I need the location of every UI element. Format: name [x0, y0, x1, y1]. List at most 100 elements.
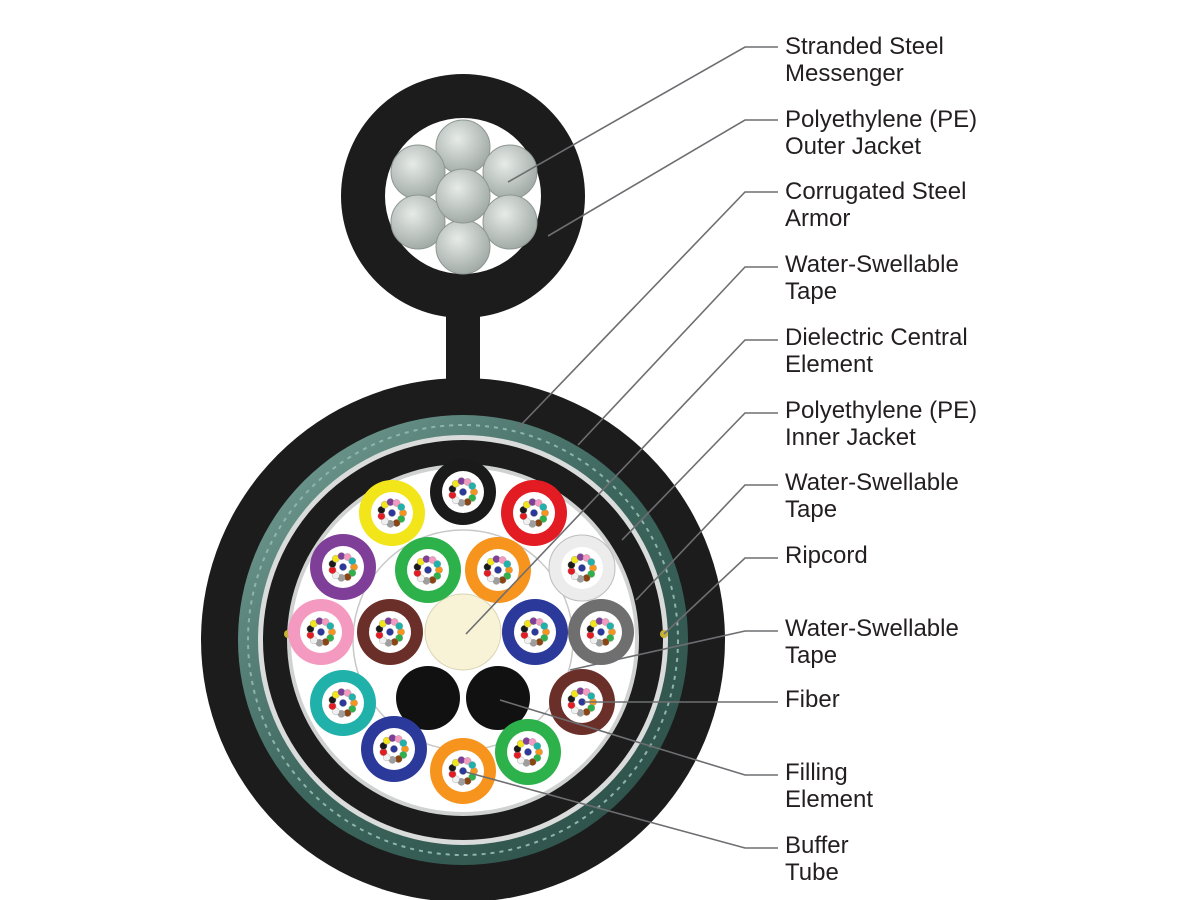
buffer-tube-green: [495, 719, 561, 785]
label-line: Armor: [785, 205, 850, 232]
leader-lines: [465, 46, 778, 849]
buffer-tube-black: [430, 459, 496, 525]
label-line: Water-Swellable: [785, 251, 959, 278]
fiber: [597, 628, 605, 636]
fiber: [587, 692, 596, 700]
fiber: [494, 566, 502, 574]
fiber: [317, 628, 325, 636]
label-line: Inner Jacket: [785, 424, 916, 451]
label-water-swellable-tape-1: Water-Swellable Tape: [785, 251, 966, 305]
buffer-tube-green: [395, 537, 461, 603]
fiber: [468, 482, 477, 490]
label-line: Water-Swellable: [785, 469, 959, 496]
filling-element: [396, 666, 460, 730]
buffer-tube-orange: [465, 537, 531, 603]
fiber: [459, 767, 467, 775]
buffer-tube-pink: [288, 599, 354, 665]
leader-line: [547, 119, 778, 237]
label-line: Dielectric Central: [785, 324, 968, 351]
leader-line: [499, 699, 778, 776]
label-line: Fiber: [785, 686, 840, 713]
armor-corrugation: [247, 424, 679, 856]
label-stranded-steel-messenger: Stranded Steel Messenger: [785, 33, 950, 87]
fiber: [399, 739, 408, 747]
fiber: [348, 557, 357, 565]
label-pe-outer-jacket: Polyethylene (PE) Outer Jacket: [785, 106, 984, 160]
fiber: [459, 488, 467, 496]
steel-wire: [482, 194, 538, 250]
fiber: [348, 693, 357, 701]
label-line: Tube: [785, 859, 839, 886]
fiber: [530, 509, 538, 517]
fiber: [539, 503, 548, 511]
fiber: [386, 628, 394, 636]
buffer-tube-teal: [310, 670, 376, 736]
filling-element: [466, 666, 530, 730]
fiber: [606, 622, 615, 630]
label-line: Polyethylene (PE): [785, 106, 977, 133]
buffer-tubes: [288, 459, 634, 804]
leader-line: [465, 339, 778, 635]
leader-line: [507, 46, 778, 183]
fiber: [524, 748, 532, 756]
fiber: [533, 742, 542, 750]
label-line: Tape: [785, 496, 837, 523]
label-line: Filling: [785, 759, 848, 786]
buffer-tube-brown: [549, 669, 615, 735]
buffer-tube-blue: [502, 599, 568, 665]
label-line: Stranded Steel: [785, 33, 944, 60]
label-line: Polyethylene (PE): [785, 397, 977, 424]
fiber: [433, 560, 442, 568]
leader-line: [635, 484, 778, 601]
buffer-tube-red: [501, 480, 567, 546]
buffer-tube-white: [548, 534, 616, 602]
label-line: Ripcord: [785, 542, 868, 569]
label-line: Element: [785, 351, 873, 378]
label-fiber: Fiber: [785, 686, 840, 713]
fiber: [326, 622, 335, 630]
buffer-tube-gray: [568, 599, 634, 665]
label-filling-element: Filling Element: [785, 759, 873, 813]
fiber: [503, 560, 512, 568]
leader-line: [663, 557, 778, 635]
fiber: [587, 558, 596, 566]
stranded-steel-messenger: [390, 119, 538, 275]
fiber: [388, 509, 396, 517]
buffer-tube-yellow: [359, 480, 425, 546]
buffer-tube-brown: [357, 599, 423, 665]
steel-wire: [482, 144, 538, 200]
buffer-tube-blue: [361, 716, 427, 782]
fiber: [395, 622, 404, 630]
leader-line: [517, 191, 778, 429]
label-line: Tape: [785, 642, 837, 669]
fiber: [540, 622, 549, 630]
leader-line: [465, 771, 778, 849]
leader-line: [621, 412, 778, 541]
label-corrugated-steel-armor: Corrugated Steel Armor: [785, 178, 973, 232]
fiber: [397, 503, 406, 511]
fiber: [578, 564, 586, 572]
fiber: [339, 699, 347, 707]
label-ripcord: Ripcord: [785, 542, 868, 569]
labels: Stranded Steel Messenger Polyethylene (P…: [785, 33, 984, 886]
label-water-swellable-tape-3: Water-Swellable Tape: [785, 615, 966, 669]
label-water-swellable-tape-2: Water-Swellable Tape: [785, 469, 966, 523]
label-line: Element: [785, 786, 873, 813]
label-buffer-tube: Buffer Tube: [785, 832, 855, 886]
label-line: Buffer: [785, 832, 849, 859]
fiber: [531, 628, 539, 636]
steel-wire: [435, 219, 491, 275]
fiber: [424, 566, 432, 574]
buffer-tube-violet: [310, 534, 376, 600]
label-line: Messenger: [785, 60, 904, 87]
dielectric-central-element: [424, 593, 502, 671]
fiber: [468, 761, 477, 769]
label-dielectric-central-element: Dielectric Central Element: [785, 324, 974, 378]
label-line: Outer Jacket: [785, 133, 921, 160]
steel-wire: [435, 168, 491, 224]
fiber: [390, 745, 398, 753]
leader-line: [577, 266, 778, 446]
label-line: Corrugated Steel: [785, 178, 966, 205]
fiber: [339, 563, 347, 571]
